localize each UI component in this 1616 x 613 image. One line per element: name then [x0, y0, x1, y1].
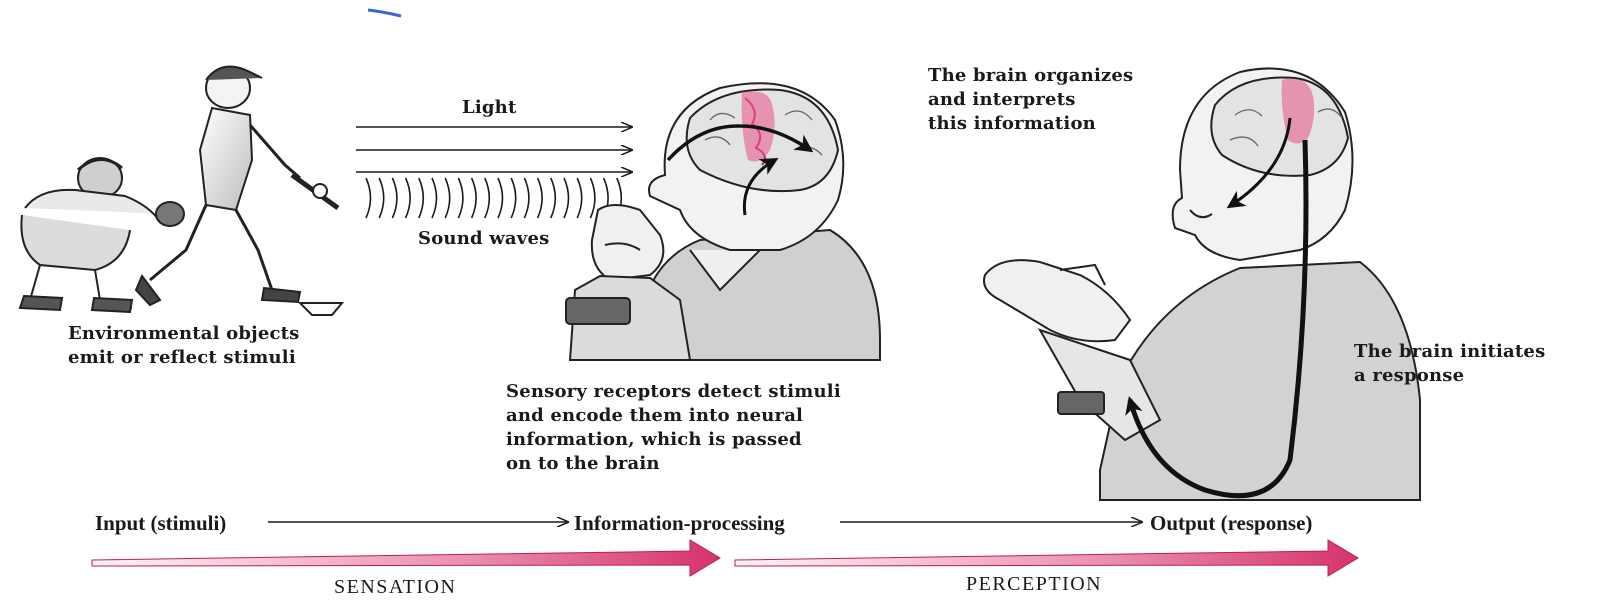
sound-wave-arc — [392, 178, 397, 218]
environment-label: Environmental objects emit or reflect st… — [68, 322, 300, 370]
sound-wave-arc — [445, 178, 450, 218]
sound-wave-arc — [379, 178, 384, 218]
sound-waves — [366, 178, 621, 218]
sound-wave-arc — [524, 178, 529, 218]
batter-figure — [136, 67, 342, 315]
output-label: Output (response) — [1150, 511, 1312, 535]
brain-response-label: The brain initiates a response — [1354, 340, 1545, 388]
baseball-scene-illustration — [20, 67, 342, 315]
sound-wave-arc — [472, 178, 477, 218]
sound-wave-arc — [538, 178, 543, 218]
processing-label: Information-processing — [574, 511, 785, 535]
sound-wave-arc — [406, 178, 411, 218]
sound-wave-arc — [458, 178, 463, 218]
input-label: Input (stimuli) — [95, 511, 226, 535]
light-label: Light — [462, 96, 516, 120]
sound-wave-arc — [366, 178, 371, 218]
sensation-label: SENSATION — [334, 576, 456, 599]
sound-wave-arc — [577, 178, 582, 218]
sound-waves-label: Sound waves — [418, 227, 549, 251]
thinking-man-illustration — [566, 83, 880, 360]
sound-wave-arc — [485, 178, 490, 218]
light-rays — [356, 127, 632, 172]
sound-wave-arc — [564, 178, 569, 218]
sound-wave-arc — [511, 178, 516, 218]
sound-wave-arc — [419, 178, 424, 218]
perception-label: PERCEPTION — [966, 573, 1102, 596]
catcher-figure — [20, 158, 184, 312]
sensation-band-arrow — [92, 540, 720, 576]
sound-wave-arc — [498, 178, 503, 218]
sound-wave-arc — [551, 178, 556, 218]
receptors-label: Sensory receptors detect stimuli and enc… — [506, 380, 841, 476]
brain-organizes-label: The brain organizes and interprets this … — [928, 64, 1133, 136]
perception-band-arrow — [735, 540, 1358, 576]
sound-wave-arc — [432, 178, 437, 218]
pen-mark — [368, 10, 401, 16]
sound-wave-arc — [590, 178, 595, 218]
